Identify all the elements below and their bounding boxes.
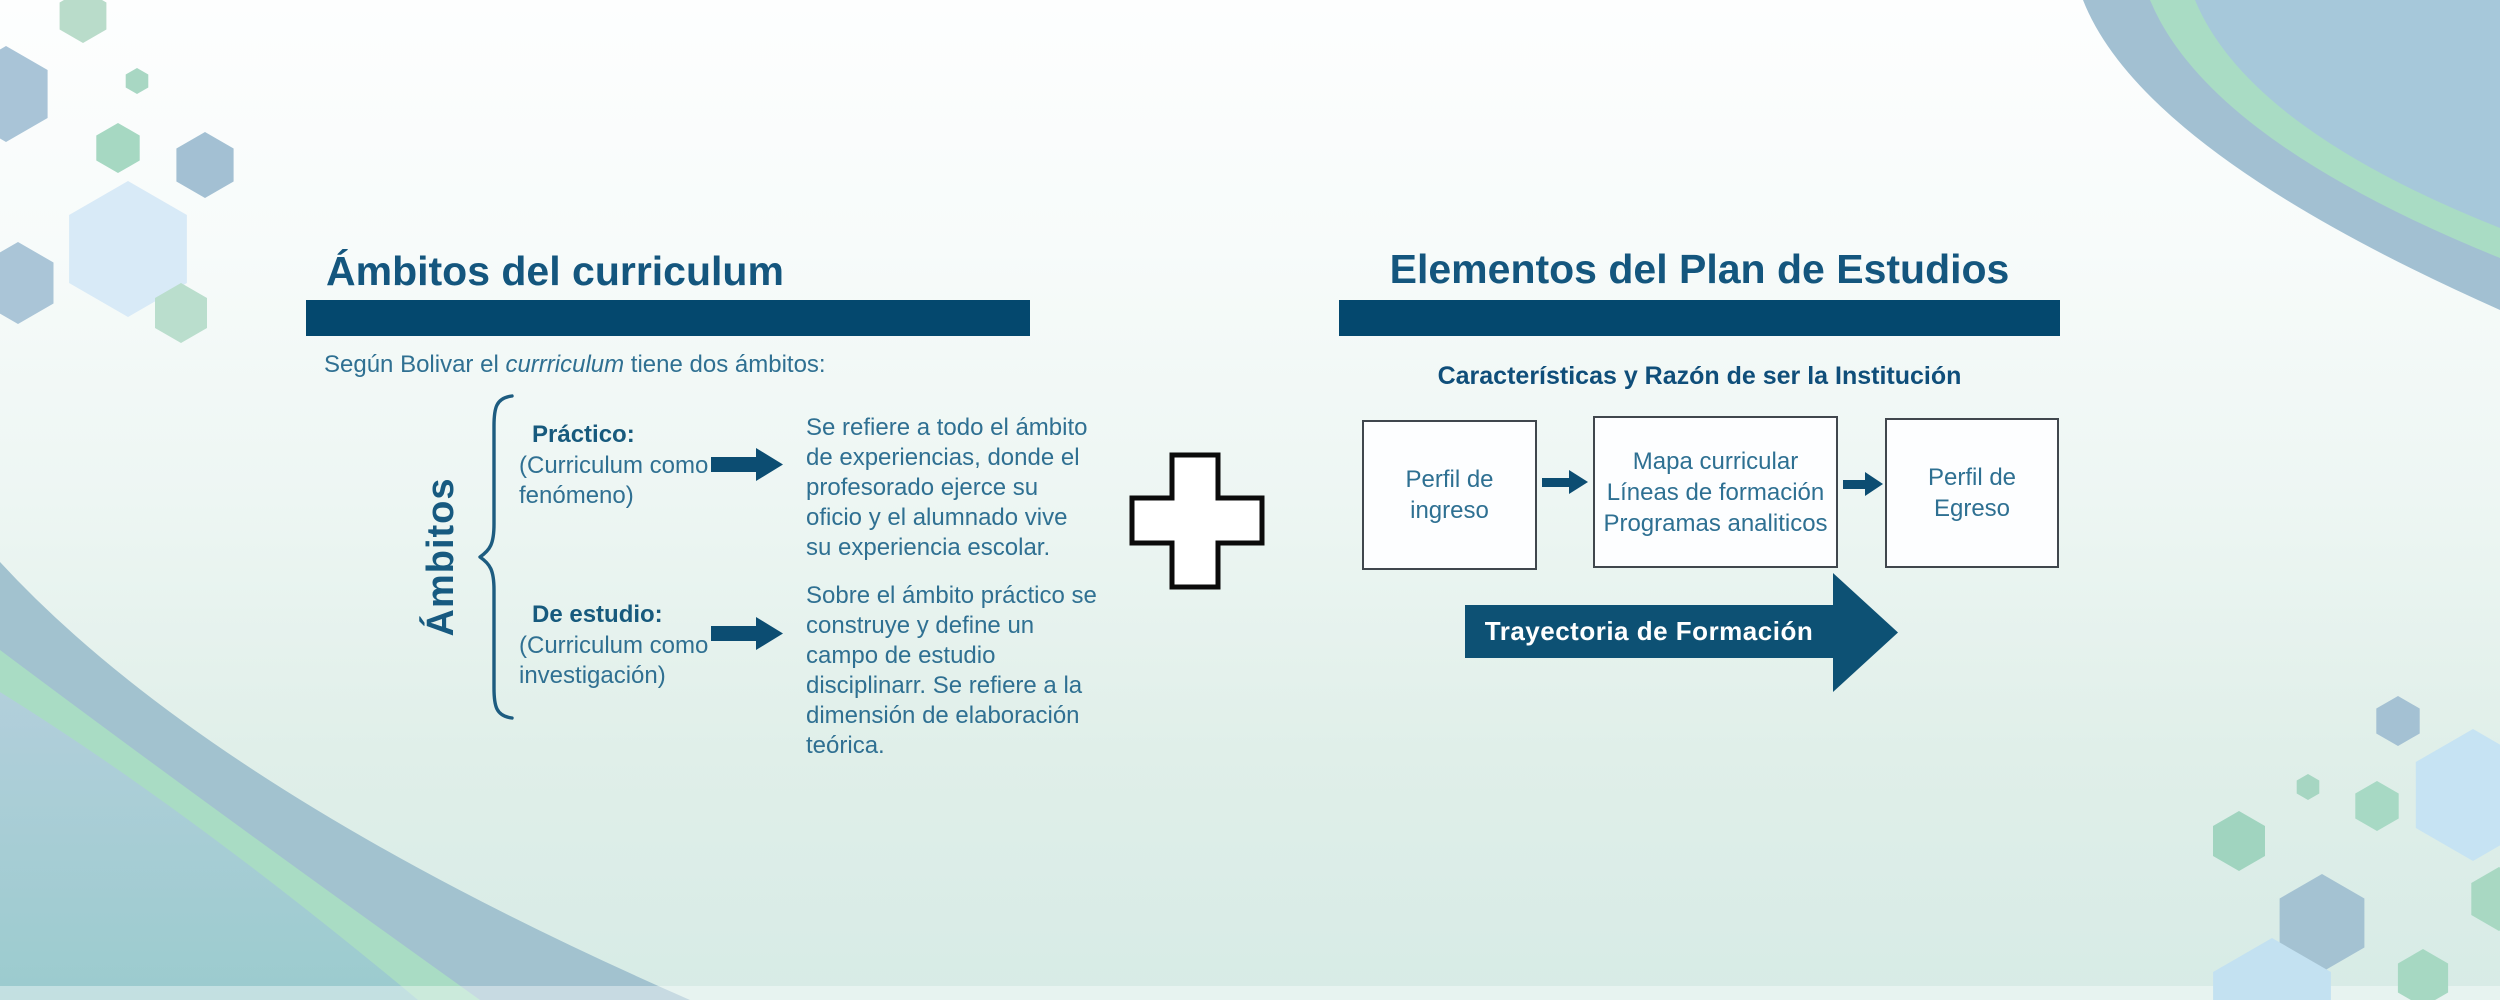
flow-box-label: Perfil de ingreso — [1405, 466, 1494, 524]
item-label: De estudio: — [532, 601, 663, 628]
hexagon-decoration — [2471, 867, 2500, 931]
item-description: Se refiere a todo el ámbito de experienc… — [806, 414, 1088, 561]
hexagon-decoration — [2213, 938, 2331, 1000]
right-arrow-icon — [711, 617, 783, 650]
flow-box-perfil-ingreso: Perfil de ingreso — [1362, 420, 1537, 570]
corner-fill-bottom-left — [0, 692, 418, 1000]
flow-box-mapa-curricular: Mapa curricular Líneas de formación Prog… — [1593, 416, 1838, 568]
list-item-de-estudio: De estudio: (Curriculum como investigaci… — [519, 601, 749, 691]
hexagon-decoration — [0, 242, 54, 324]
left-title-underline-bar — [306, 300, 1030, 336]
hexagon-decoration — [2279, 874, 2365, 972]
item-sublabel: (Curriculum como investigación) — [519, 632, 709, 689]
hexagon-decoration — [155, 283, 207, 343]
item-description: Sobre el ámbito práctico se construye y … — [806, 582, 1097, 759]
hexagon-decoration — [2397, 949, 2449, 1000]
plus-icon — [1129, 452, 1265, 590]
hexagon-decoration — [2213, 811, 2265, 871]
hexagon-decoration — [125, 68, 149, 94]
ambitos-vertical-label: Ámbitos — [420, 477, 462, 637]
hexagon-decoration — [0, 46, 48, 142]
hexagon-decoration — [176, 132, 234, 198]
hexagon-decoration — [2415, 729, 2500, 861]
hexagon-decoration — [69, 181, 187, 317]
intro-pre: Según Bolivar el — [324, 351, 506, 378]
intro-italic-word: currriculum — [505, 351, 625, 378]
flow-box-label: Mapa curricular Líneas de formación Prog… — [1603, 447, 1828, 537]
trayectoria-arrow — [1465, 573, 1898, 692]
curly-brace — [478, 394, 514, 720]
intro-post: tiene dos ámbitos: — [624, 351, 826, 378]
hexagon-decoration — [2376, 696, 2420, 746]
item-label: Práctico: — [532, 421, 635, 448]
hexagon-decoration — [2296, 774, 2320, 800]
corner-fill-top-right — [2195, 0, 2500, 228]
flow-box-perfil-egreso: Perfil de Egreso — [1885, 418, 2059, 568]
right-subtitle: Características y Razón de ser la Instit… — [1437, 362, 1962, 390]
right-arrow-icon — [1542, 470, 1588, 494]
hexagon-decoration — [96, 123, 140, 173]
right-arrow-icon — [1843, 472, 1883, 496]
flow-box-label: Perfil de Egreso — [1927, 464, 2017, 522]
trayectoria-arrow-label: Trayectoria de Formación — [1484, 616, 1814, 646]
list-item-practico: Práctico: (Curriculum como fenómeno) — [519, 421, 749, 511]
right-section-title: Elementos del Plan de Estudios — [1389, 246, 2010, 292]
right-arrow-icon — [711, 448, 783, 481]
left-section-title: Ámbitos del curriculum — [326, 248, 784, 294]
intro-text: Según Bolivar el currriculum tiene dos á… — [324, 351, 826, 379]
hexagon-decoration — [2355, 781, 2399, 831]
item-sublabel: (Curriculum como fenómeno) — [519, 452, 709, 509]
right-title-underline-bar — [1339, 300, 2060, 336]
bottom-light-strip — [0, 986, 2500, 1000]
hexagon-decoration — [59, 0, 107, 43]
